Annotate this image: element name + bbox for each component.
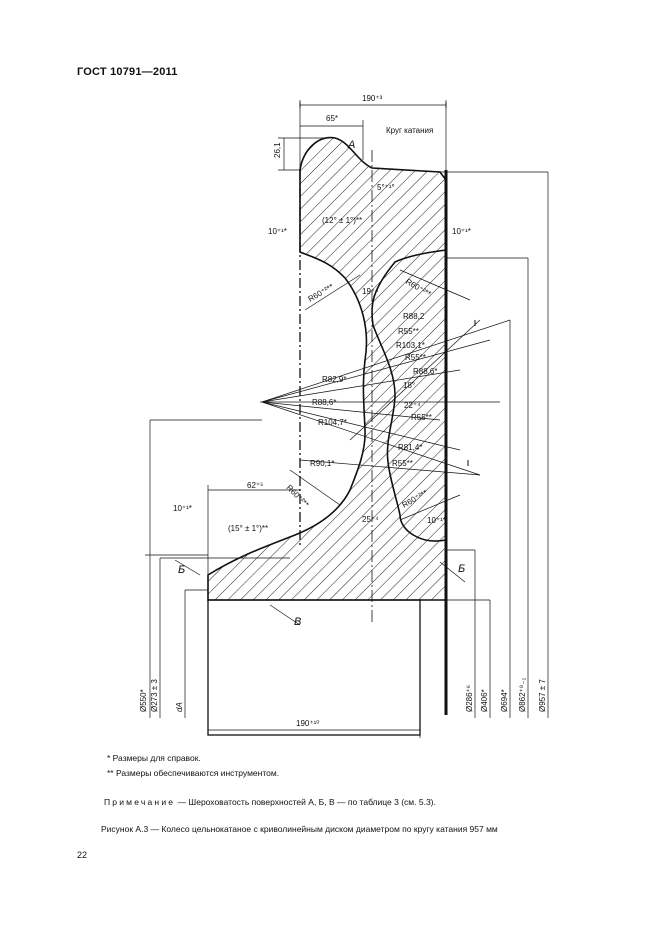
r55-b: R55**	[405, 353, 426, 362]
ang-15: (15° ± 1°)**	[228, 524, 268, 533]
ang-5: 5°⁺¹°	[377, 183, 395, 192]
figure-caption: Рисунок А.3 — Колесо цельнокатаное с кри…	[101, 824, 498, 834]
dim-190-top: 190⁺³	[362, 94, 383, 103]
label-krug: Круг катания	[386, 126, 433, 135]
note-label: Примечание	[104, 797, 176, 807]
dia-550: Ø550*	[139, 689, 148, 712]
r81-4: R81,4*	[398, 443, 422, 452]
r103-1: R103,1*	[396, 341, 425, 350]
dim-26: 26,1	[273, 142, 282, 158]
dim-da: dA	[175, 702, 184, 712]
r90-1: R90,1*	[310, 459, 334, 468]
r82-9: R82,9*	[322, 375, 346, 384]
dia-694: Ø694*	[500, 689, 509, 712]
standard-header: ГОСТ 10791—2011	[77, 66, 178, 78]
dim-190-bottom: 190⁺¹⁰	[296, 719, 319, 728]
label-b2: Б	[458, 563, 465, 575]
dia-862: Ø862⁺⁸₋₂	[518, 678, 527, 713]
r55-a: R55**	[398, 327, 419, 336]
t10-right: 10⁺¹*	[452, 227, 471, 236]
r60-a: R60⁺²**	[307, 282, 336, 304]
footnote-reference: * Размеры для справок.	[107, 753, 201, 763]
d62: 62⁺⁵	[247, 481, 263, 490]
t10-bottom-right: 10⁺¹*	[427, 516, 446, 525]
t10-bottom-left: 10⁺¹*	[173, 504, 192, 513]
dia-286: Ø286⁺⁶	[465, 685, 474, 712]
a18: 18°	[403, 381, 415, 390]
footnote-tool: ** Размеры обеспечиваются инструментом.	[107, 768, 280, 778]
w19: 19⁺⁴	[362, 287, 379, 296]
r55-c: R55**	[411, 413, 432, 422]
dia-406: Ø406*	[480, 689, 489, 712]
r60-c: R60⁺²**	[285, 483, 311, 509]
dia-273: Ø273 ± 3	[150, 679, 159, 712]
note-text: — Шероховатость поверхностей А, Б, В — п…	[175, 797, 436, 807]
label-a: A	[347, 139, 355, 151]
roughness-note: Примечание — Шероховатость поверхностей …	[104, 797, 436, 807]
ang-12: (12° ± 1°)**	[322, 216, 362, 225]
wheel-section	[207, 136, 447, 601]
w22: 22⁺⁴	[404, 401, 421, 410]
r55-d: R55**	[392, 459, 413, 468]
label-v: В	[294, 616, 301, 628]
r88-6-a: R88,6*	[413, 367, 437, 376]
page-number: 22	[77, 850, 88, 860]
w25: 25⁺⁴	[362, 515, 379, 524]
dim-65: 65*	[326, 114, 338, 123]
t10-left: 10⁺¹*	[268, 227, 287, 236]
label-b1: Б	[178, 564, 185, 576]
r88-6-b: R88,6*	[312, 398, 336, 407]
dia-957: Ø957 ± 7	[538, 679, 547, 712]
r88-2: R88,2	[403, 312, 425, 321]
r104-7: R104,7*	[318, 418, 347, 427]
